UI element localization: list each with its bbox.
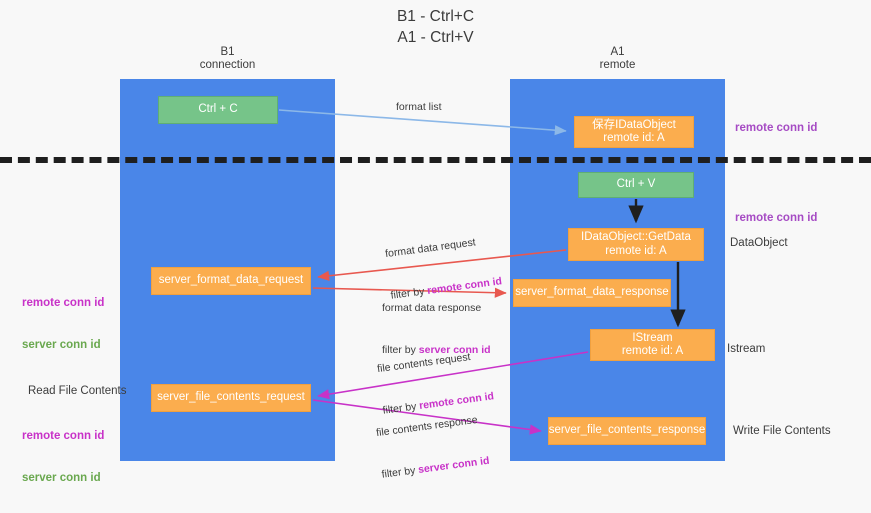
edge-label-line-primary: format data response bbox=[382, 302, 482, 314]
arrow-format-list bbox=[278, 109, 567, 136]
edge-label-line-filter: filter by server conn id bbox=[381, 454, 490, 482]
arrow-format-data-response bbox=[312, 287, 507, 298]
annotation-left-server-conn-id: server conn id bbox=[22, 472, 101, 484]
annotation-left-conn-ids-bottom: remote conn id server conn id bbox=[22, 401, 104, 513]
edge-label-format-list: format list bbox=[396, 101, 442, 113]
phase-divider bbox=[0, 157, 871, 163]
node-server-file-contents-request[interactable]: server_file_contents_request bbox=[151, 384, 311, 412]
edge-label-file-contents-response: file contents response filter by server … bbox=[372, 384, 494, 509]
annotation-write-file-contents: Write File Contents bbox=[733, 425, 831, 437]
swimlane-header-b1: B1 connection bbox=[199, 46, 256, 71]
page-title: B1 - Ctrl+C A1 - Ctrl+V bbox=[396, 8, 475, 46]
filter-key-server-conn-id: server conn id bbox=[417, 454, 491, 476]
connector-arrows bbox=[278, 109, 686, 435]
node-server-file-contents-response[interactable]: server_file_contents_response bbox=[548, 417, 706, 445]
node-idataobject-getdata[interactable]: IDataObject::GetData remote id: A bbox=[568, 228, 704, 261]
node-ctrl-c[interactable]: Ctrl + C bbox=[158, 96, 278, 124]
node-server-format-data-response[interactable]: server_format_data_response bbox=[513, 279, 671, 307]
edge-label-line-primary: format data request bbox=[384, 236, 477, 261]
annotation-remote-conn-id-top: remote conn id bbox=[735, 122, 818, 134]
annotation-left-conn-ids-top: remote conn id server conn id bbox=[22, 268, 104, 380]
node-istream[interactable]: IStream remote id: A bbox=[590, 329, 715, 361]
arrow-format-data-request bbox=[317, 249, 567, 281]
node-idataobject[interactable]: 保存IDataObject remote id: A bbox=[574, 116, 694, 148]
filter-prefix: filter by bbox=[382, 344, 419, 356]
filter-key-server-conn-id: server conn id bbox=[418, 344, 491, 356]
annotation-left-server-conn-id: server conn id bbox=[22, 339, 101, 351]
node-server-format-data-request[interactable]: server_format_data_request bbox=[151, 267, 311, 295]
swimlane-header-a1: A1 remote bbox=[599, 46, 636, 71]
annotation-istream: Istream bbox=[727, 343, 766, 355]
annotation-read-file-contents: Read File Contents bbox=[28, 385, 127, 397]
annotation-left-remote-conn-id: remote conn id bbox=[22, 430, 105, 442]
node-ctrl-v[interactable]: Ctrl + V bbox=[578, 172, 694, 198]
edge-label-format-data-response: format data response filter by server co… bbox=[382, 273, 491, 385]
arrow-file-contents-request bbox=[317, 351, 589, 400]
arrow-file-contents-response bbox=[312, 399, 542, 435]
edge-label-line-primary: file contents request bbox=[376, 350, 472, 376]
annotation-dataobject: DataObject bbox=[730, 237, 788, 249]
annotation-left-remote-conn-id: remote conn id bbox=[22, 297, 105, 309]
edge-label-line-filter: filter by server conn id bbox=[382, 343, 491, 357]
diagram-canvas: B1 - Ctrl+C A1 - Ctrl+V B1 connection A1… bbox=[0, 8, 871, 484]
edge-label-line-primary: file contents response bbox=[375, 413, 479, 440]
annotation-remote-conn-id-mid: remote conn id bbox=[735, 212, 818, 224]
